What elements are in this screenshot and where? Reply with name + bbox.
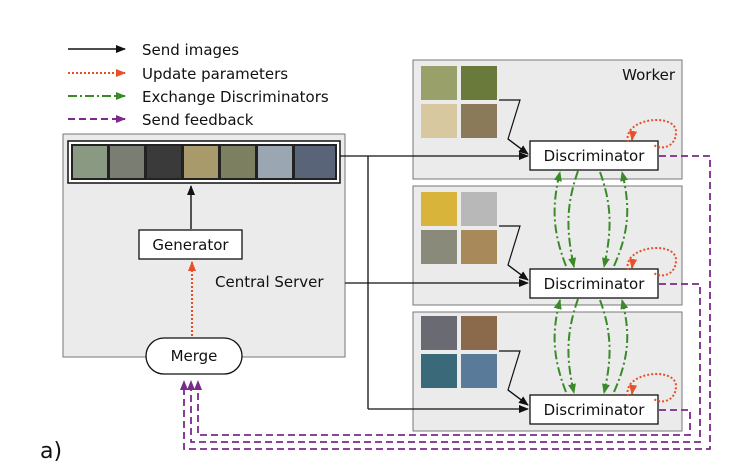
generator-label: Generator [152,236,229,254]
exchange-2-to-1-arrow-b [613,171,629,267]
worker-1-images-arrow [507,138,529,155]
send-images-routing [340,152,529,413]
worker-2-images-arrow [507,264,529,281]
exchange-2-to-1-arrow [553,171,567,267]
exchange-1-to-2-arrow-b [599,171,611,268]
thumb-car [295,146,335,178]
worker-3-thumb-ship-2 [461,354,497,388]
worker-3-thumb-horse [421,316,457,350]
exchange-3-to-2-arrow-b [613,299,629,393]
worker-2-self-update-loop [626,246,678,277]
thumb-animal-1 [110,146,144,178]
discriminator-box-3 [529,394,659,425]
generated-image-strip [67,140,341,184]
worker-3-self-update-loop [626,372,678,403]
worker-panel-3: Discriminator [412,311,683,432]
thumb-animal-2 [147,146,181,178]
worker-2-thumb-bird-2 [461,230,497,264]
exchange-1-to-2-arrow-a [567,170,579,268]
worker-1-thumb-animal [461,66,497,100]
worker-3-self-update-arrowhead [629,384,638,395]
legend-exchange-discriminators-label: Exchange Discriminators [142,88,329,106]
worker-3-thumb-ship [421,354,457,388]
worker-panel-1: Worker Discriminator [412,59,683,180]
discriminator-box-1 [529,140,659,171]
worker-2-thumb-car [421,192,457,226]
legend-update-parameters-label: Update parameters [142,65,288,83]
legend: Send images Update parameters Exchange D… [68,41,329,129]
discriminator-label-1: Discriminator [544,147,646,165]
feedback-from-disc-3 [197,384,691,436]
worker-1-thumb-dog [421,104,457,138]
thumb-bird [184,146,218,178]
thumb-animal-3 [221,146,255,178]
worker-3-images-arrow [507,389,529,406]
worker-2-thumb-bird [421,230,457,264]
worker-1-thumb-deer [421,66,457,100]
thumb-airplane-1 [73,146,107,178]
discriminator-label-3: Discriminator [544,401,646,419]
legend-send-images-label: Send images [142,41,239,59]
merge-label: Merge [171,347,218,365]
exchange-2-to-3-arrow-a [567,298,579,394]
discriminator-box-2 [529,268,659,299]
feedback-from-disc-2 [190,283,701,443]
central-server-label: Central Server [215,273,324,291]
panel-label: a) [40,439,62,464]
worker-title-1: Worker [622,66,676,84]
worker-2-self-update-arrowhead [629,258,638,269]
worker-2-thumb-car-2 [461,192,497,226]
send-feedback-routing [180,155,711,450]
feedback-from-disc-1 [183,155,711,450]
generator-box [138,229,243,260]
merge-box [145,337,243,375]
central-server-panel: Central Server Generator Merge [62,133,346,375]
worker-3-thumb-horse-2 [461,316,497,350]
worker-1-self-update-loop [626,118,678,149]
discriminator-label-2: Discriminator [544,275,646,293]
worker-panel-2: Discriminator [412,185,683,306]
thumb-airplane-2 [258,146,292,178]
legend-send-feedback-label: Send feedback [142,111,254,129]
exchange-discriminators [553,170,629,394]
worker-1-thumb-dog-2 [461,104,497,138]
exchange-2-to-3-arrow-b [599,299,611,394]
worker-1-self-update-arrowhead [629,130,638,141]
